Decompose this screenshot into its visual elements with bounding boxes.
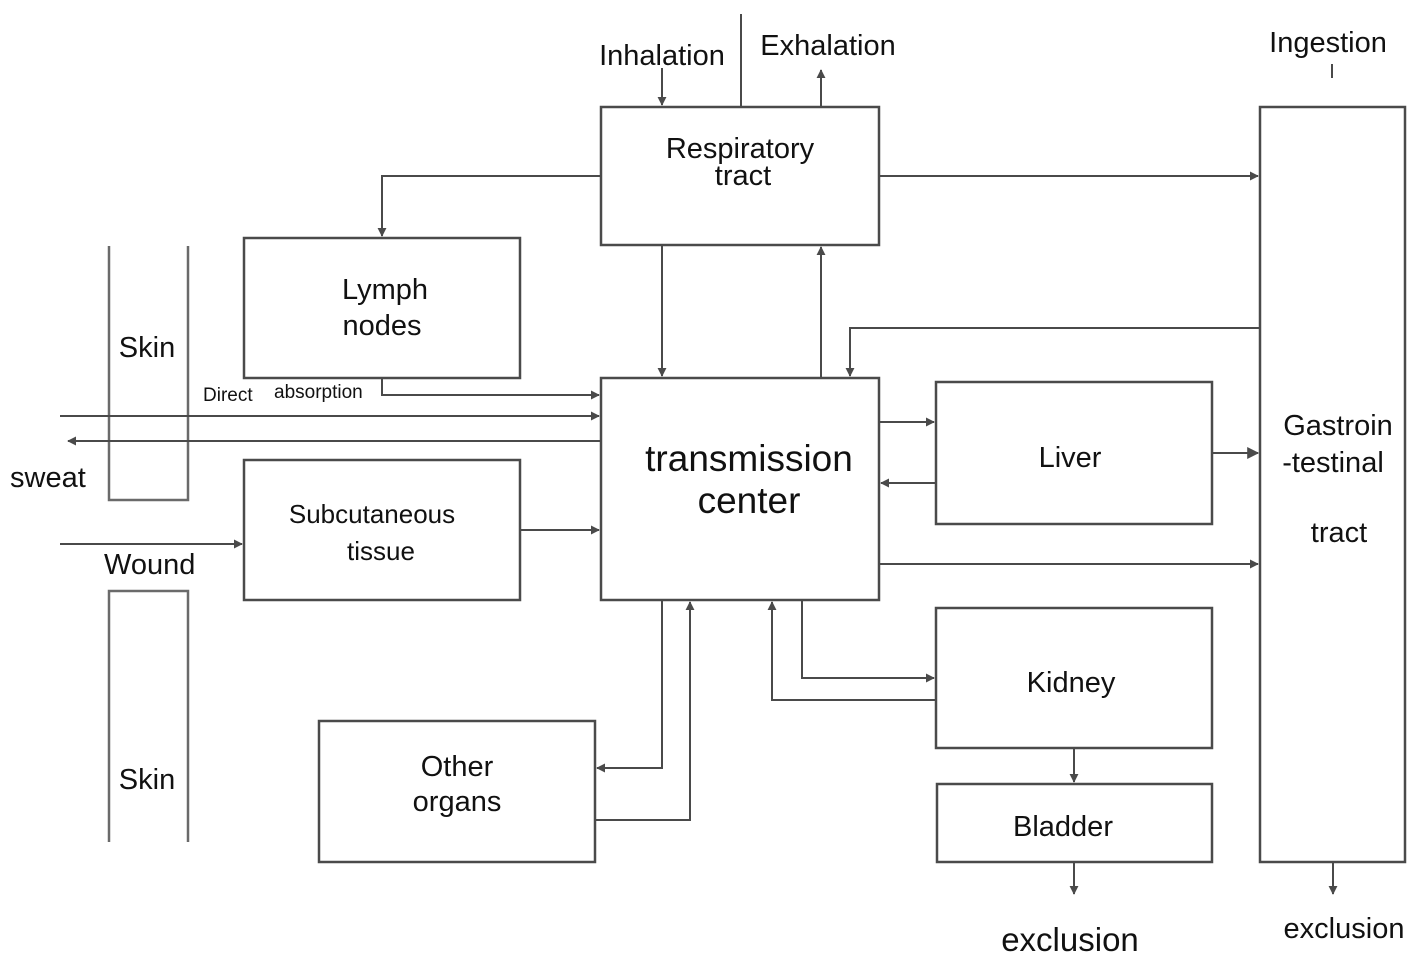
- skin-bottom-label: Skin: [119, 764, 175, 796]
- gi-tract-label-line1: Gastroin: [1283, 410, 1393, 442]
- lymph-nodes-label-line2: nodes: [342, 310, 421, 342]
- subcutaneous-tissue-label-line2: tissue: [347, 536, 415, 566]
- exclusion-gi-label: exclusion: [1284, 913, 1405, 945]
- kidney-label: Kidney: [1027, 667, 1116, 699]
- subcutaneous-tissue-label-line1: Subcutaneous: [289, 499, 455, 529]
- gi-tract-label-line3: tract: [1311, 517, 1367, 549]
- skin-strip-top: [107, 246, 190, 502]
- arrow-gi-to-transmission: [845, 327, 1260, 377]
- other-organs-box: [317, 719, 597, 864]
- respiratory-tract-box: [599, 105, 881, 247]
- other-organs-label-line2: organs: [413, 786, 502, 818]
- exclusion-bladder-label: exclusion: [1001, 921, 1139, 958]
- sweat-label: sweat: [10, 462, 86, 494]
- arrow-transmission-to-kidney: [801, 600, 935, 683]
- other-organs-label-line1: Other: [421, 751, 494, 783]
- subcutaneous-tissue-box: [242, 458, 522, 602]
- arrow-respiratory-to-lymph: [377, 175, 601, 237]
- bladder-label: Bladder: [1013, 811, 1113, 843]
- respiratory-tract-label-line1: Respiratory: [666, 133, 815, 165]
- arrow-other-organs-to-transmission: [595, 601, 695, 821]
- wound-label: Wound: [104, 549, 195, 581]
- kidney-box: [934, 606, 1214, 750]
- lymph-nodes-box: [242, 236, 522, 380]
- respiratory-tract-label-line2: tract: [715, 160, 771, 192]
- absorption-label: absorption: [274, 382, 363, 403]
- lymph-nodes-label-line1: Lymph: [342, 274, 428, 306]
- liver-label: Liver: [1039, 442, 1102, 474]
- direct-label: Direct: [203, 385, 253, 406]
- transmission-center-label-line2: center: [698, 480, 801, 521]
- arrow-kidney-to-transmission: [767, 601, 936, 701]
- skin-top-label: Skin: [119, 332, 175, 364]
- ingestion-label: Ingestion: [1269, 27, 1387, 59]
- transmission-center-label-line1: transmission: [645, 438, 853, 479]
- exhalation-label: Exhalation: [760, 30, 895, 62]
- gastrointestinal-tract-box: [1258, 105, 1407, 864]
- arrow-transmission-to-other-organs: [596, 600, 663, 773]
- liver-box: [934, 380, 1214, 526]
- gi-tract-label-line2: -testinal: [1282, 447, 1384, 479]
- arrow-lymph-to-transmission: [381, 378, 600, 400]
- skin-strip-bottom: [107, 589, 190, 842]
- inhalation-label: Inhalation: [599, 40, 725, 72]
- transmission-center-box: [599, 376, 881, 602]
